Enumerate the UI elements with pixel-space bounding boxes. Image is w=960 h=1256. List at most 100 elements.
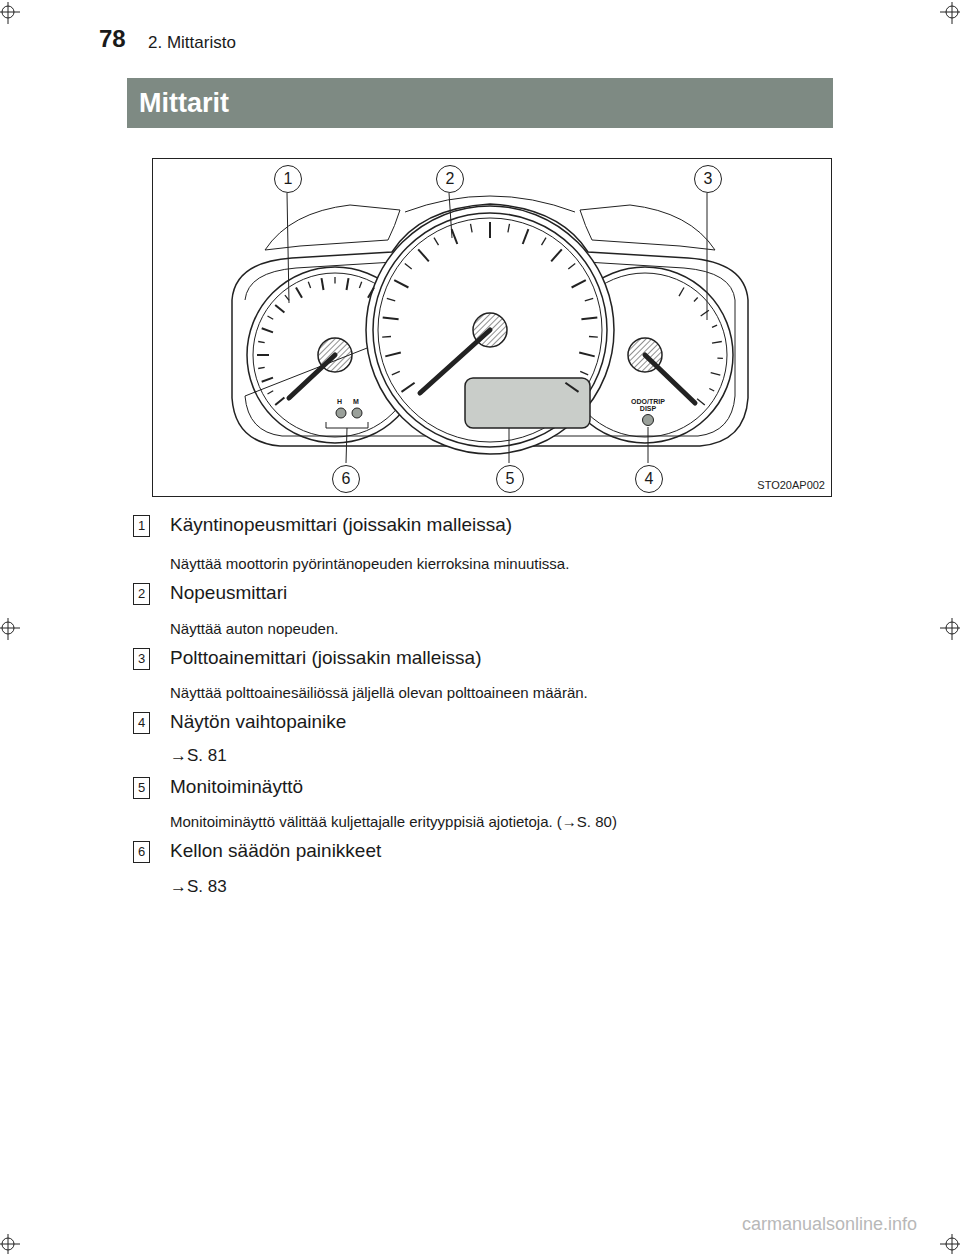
tick-mark xyxy=(383,318,399,320)
tick-mark xyxy=(418,249,429,261)
tick-mark xyxy=(334,277,335,284)
item-number-box: 1 xyxy=(133,515,150,537)
page-reference: →S. 83 xyxy=(170,877,227,897)
item-number-box: 5 xyxy=(133,777,150,799)
speedometer xyxy=(366,206,614,454)
tick-mark xyxy=(258,367,265,368)
callout-circle: 2 xyxy=(436,165,464,193)
needle-hubs xyxy=(318,313,662,372)
callout-number: 3 xyxy=(704,171,713,187)
item-heading: Polttoainemittari (joissakin malleissa) xyxy=(170,647,482,669)
section-title: Mittarit xyxy=(139,88,229,119)
callout-number: 6 xyxy=(342,471,351,487)
item-number: 3 xyxy=(137,651,146,667)
watermark: carmanualsonline.info xyxy=(742,1214,917,1235)
item-number: 4 xyxy=(137,715,146,731)
buttons xyxy=(336,408,654,426)
multi-display xyxy=(465,378,590,428)
item-number-box: 3 xyxy=(133,648,150,670)
tick-mark xyxy=(405,264,412,269)
button-label: H xyxy=(337,398,342,406)
item-number-box: 6 xyxy=(133,841,150,863)
tick-mark xyxy=(508,224,510,233)
tick-mark xyxy=(471,224,473,233)
leader-lines xyxy=(287,193,707,463)
tick-mark xyxy=(322,278,324,290)
tick-mark xyxy=(701,310,709,316)
tick-mark xyxy=(434,238,439,246)
item-text: Monitoiminäyttö välittää kuljettajalle e… xyxy=(170,813,617,830)
tick-mark xyxy=(368,288,374,298)
tick-mark xyxy=(257,354,269,356)
item-number: 2 xyxy=(137,586,146,602)
callout-number: 4 xyxy=(645,471,654,487)
tick-mark xyxy=(711,373,721,376)
callout-circle: 5 xyxy=(496,465,524,493)
item-text: Näyttää auton nopeuden. xyxy=(170,620,338,637)
tick-mark xyxy=(585,298,593,301)
figure-frame: STO20AP002 1 2 3 6 5 4 xyxy=(152,158,832,497)
callout-circle: 3 xyxy=(694,165,722,193)
callout-number: 1 xyxy=(284,171,293,187)
tick-mark xyxy=(262,378,273,382)
figure-code: STO20AP002 xyxy=(757,479,825,492)
tick-mark xyxy=(387,298,395,301)
tick-mark xyxy=(712,342,722,344)
tick-mark xyxy=(268,316,274,319)
tick-mark xyxy=(579,353,595,357)
item-heading: Kellon säädön painikkeet xyxy=(170,840,381,862)
item-number: 5 xyxy=(137,780,146,796)
tick-mark xyxy=(394,280,408,287)
tick-mark xyxy=(385,353,401,357)
tick-mark xyxy=(565,383,578,392)
tick-mark xyxy=(589,336,598,338)
callout-circle: 1 xyxy=(274,165,302,193)
tick-mark xyxy=(568,264,575,269)
item-number: 6 xyxy=(137,844,146,860)
item-number-box: 2 xyxy=(133,583,150,605)
tick-mark xyxy=(542,238,547,246)
item-text: Näyttää polttoainesäiliössä jäljellä ole… xyxy=(170,684,588,701)
tick-mark xyxy=(258,342,265,343)
tick-mark xyxy=(308,282,310,288)
gauge-ticks xyxy=(257,222,723,405)
tick-mark xyxy=(359,282,361,288)
button-label: M xyxy=(353,398,359,406)
tick-mark xyxy=(347,278,349,290)
tick-mark xyxy=(275,397,284,405)
tick-mark xyxy=(709,389,714,392)
item-heading: Näytön vaihtopainike xyxy=(170,711,346,733)
tick-mark xyxy=(580,371,588,375)
callout-circle: 4 xyxy=(635,465,663,493)
tick-mark xyxy=(392,371,400,375)
button-label: ODO/TRIP DISP xyxy=(628,398,668,413)
callout-number: 5 xyxy=(506,471,515,487)
callout-circle: 6 xyxy=(332,465,360,493)
item-heading: Käyntinopeusmittari (joissakin malleissa… xyxy=(170,514,512,536)
item-text: Näyttää moottorin pyörintänopeuden kierr… xyxy=(170,555,569,572)
item-number-box: 4 xyxy=(133,712,150,734)
tick-mark xyxy=(262,328,273,332)
item-number: 1 xyxy=(137,518,146,534)
title-band: Mittarit xyxy=(127,78,833,128)
tick-mark xyxy=(523,229,529,244)
page-reference: →S. 81 xyxy=(170,746,227,766)
page-number: 78 xyxy=(99,25,126,53)
tick-mark xyxy=(712,325,717,327)
tick-mark xyxy=(296,288,302,298)
tick-mark xyxy=(268,391,274,394)
tick-mark xyxy=(382,336,391,338)
callout-number: 2 xyxy=(446,171,455,187)
chapter-title: 2. Mittaristo xyxy=(148,33,236,53)
item-heading: Nopeusmittari xyxy=(170,582,287,604)
cluster-housing xyxy=(232,196,748,446)
tick-mark xyxy=(581,318,597,320)
tick-mark xyxy=(452,229,458,244)
tick-mark xyxy=(551,249,562,261)
tick-mark xyxy=(572,280,586,287)
tick-mark xyxy=(697,399,705,405)
tick-mark xyxy=(694,298,698,302)
tick-mark xyxy=(679,288,684,297)
